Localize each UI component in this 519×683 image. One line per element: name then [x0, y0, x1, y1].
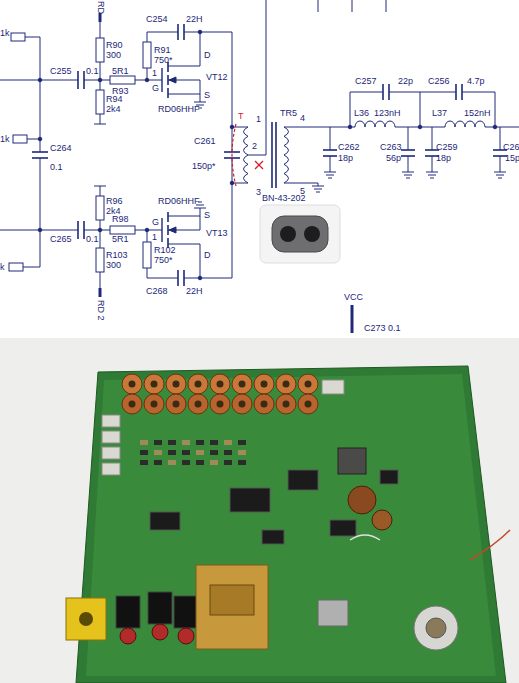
part-label: 0.1	[86, 66, 99, 76]
part-label: 4.7p	[467, 76, 485, 86]
part-label: C264	[50, 143, 72, 153]
part-label: L37	[432, 108, 447, 118]
part-label: 0.1	[50, 162, 63, 172]
part-label: S	[204, 90, 210, 100]
part-label: 5R1	[112, 66, 129, 76]
part-label: T	[238, 111, 244, 121]
part-label: 2k4	[106, 104, 121, 114]
part-label: 22H	[186, 14, 203, 24]
part-label: C273 0.1	[364, 323, 401, 333]
part-label: 4	[300, 113, 305, 123]
part-label: 1	[152, 68, 157, 78]
part-label: C26	[503, 142, 519, 152]
part-label: R91	[154, 45, 171, 55]
part-label: 152nH	[464, 108, 491, 118]
part-label: 5R1	[112, 234, 129, 244]
part-label: 22p	[398, 76, 413, 86]
part-label: 750*	[154, 255, 173, 265]
part-label: 1k	[0, 134, 10, 144]
part-label: G	[152, 83, 159, 93]
part-label: TR5	[280, 108, 297, 118]
part-label: BN-43-202	[262, 193, 306, 203]
part-label: C259	[436, 142, 458, 152]
part-label: VT13	[206, 228, 228, 238]
part-label: R102	[154, 245, 176, 255]
capacitor-symbol	[401, 127, 415, 178]
capacitor-symbol	[323, 127, 337, 178]
part-label: 2	[252, 141, 257, 151]
part-label: RD06HHF	[158, 104, 200, 114]
part-label: 123nH	[374, 108, 401, 118]
part-label: L36	[354, 108, 369, 118]
part-label: C255	[50, 66, 72, 76]
part-label: 300	[106, 260, 121, 270]
part-label: VT12	[206, 72, 228, 82]
part-label: 18p	[338, 153, 353, 163]
part-label: C262	[338, 142, 360, 152]
part-label: 300	[106, 50, 121, 60]
part-label: D	[204, 50, 211, 60]
part-label: C261	[194, 136, 216, 146]
part-label: k	[0, 262, 5, 272]
part-label: C257	[355, 76, 377, 86]
part-label: C263	[380, 142, 402, 152]
part-label: 1	[256, 114, 261, 124]
part-label: R98	[112, 214, 129, 224]
part-label: 18p	[436, 153, 451, 163]
part-label: RD 2	[96, 300, 106, 321]
part-label: 1k	[0, 28, 10, 38]
part-label: 3	[256, 187, 261, 197]
part-label: VCC	[344, 292, 363, 302]
capacitor-symbol	[493, 127, 507, 178]
part-label: 56p	[386, 153, 401, 163]
capacitor-symbol	[425, 127, 439, 178]
board-photo	[0, 338, 519, 683]
part-label: R94	[106, 94, 123, 104]
part-label: C256	[428, 76, 450, 86]
part-label: 22H	[186, 286, 203, 296]
part-label: 1	[152, 232, 157, 242]
part-label: R90	[106, 40, 123, 50]
part-label: RD	[96, 1, 106, 14]
part-label: R96	[106, 196, 123, 206]
part-label: 0.1	[86, 234, 99, 244]
part-label: 15p	[505, 153, 519, 163]
part-label: RD06HHF	[158, 196, 200, 206]
part-label: C265	[50, 234, 72, 244]
part-label: G	[152, 217, 159, 227]
part-label: D	[204, 250, 211, 260]
part-label: C268	[146, 286, 168, 296]
part-label: 750*	[154, 55, 173, 65]
part-label: 150p*	[192, 161, 216, 171]
part-label: S	[204, 210, 210, 220]
part-label: R103	[106, 250, 128, 260]
part-label: C254	[146, 14, 168, 24]
